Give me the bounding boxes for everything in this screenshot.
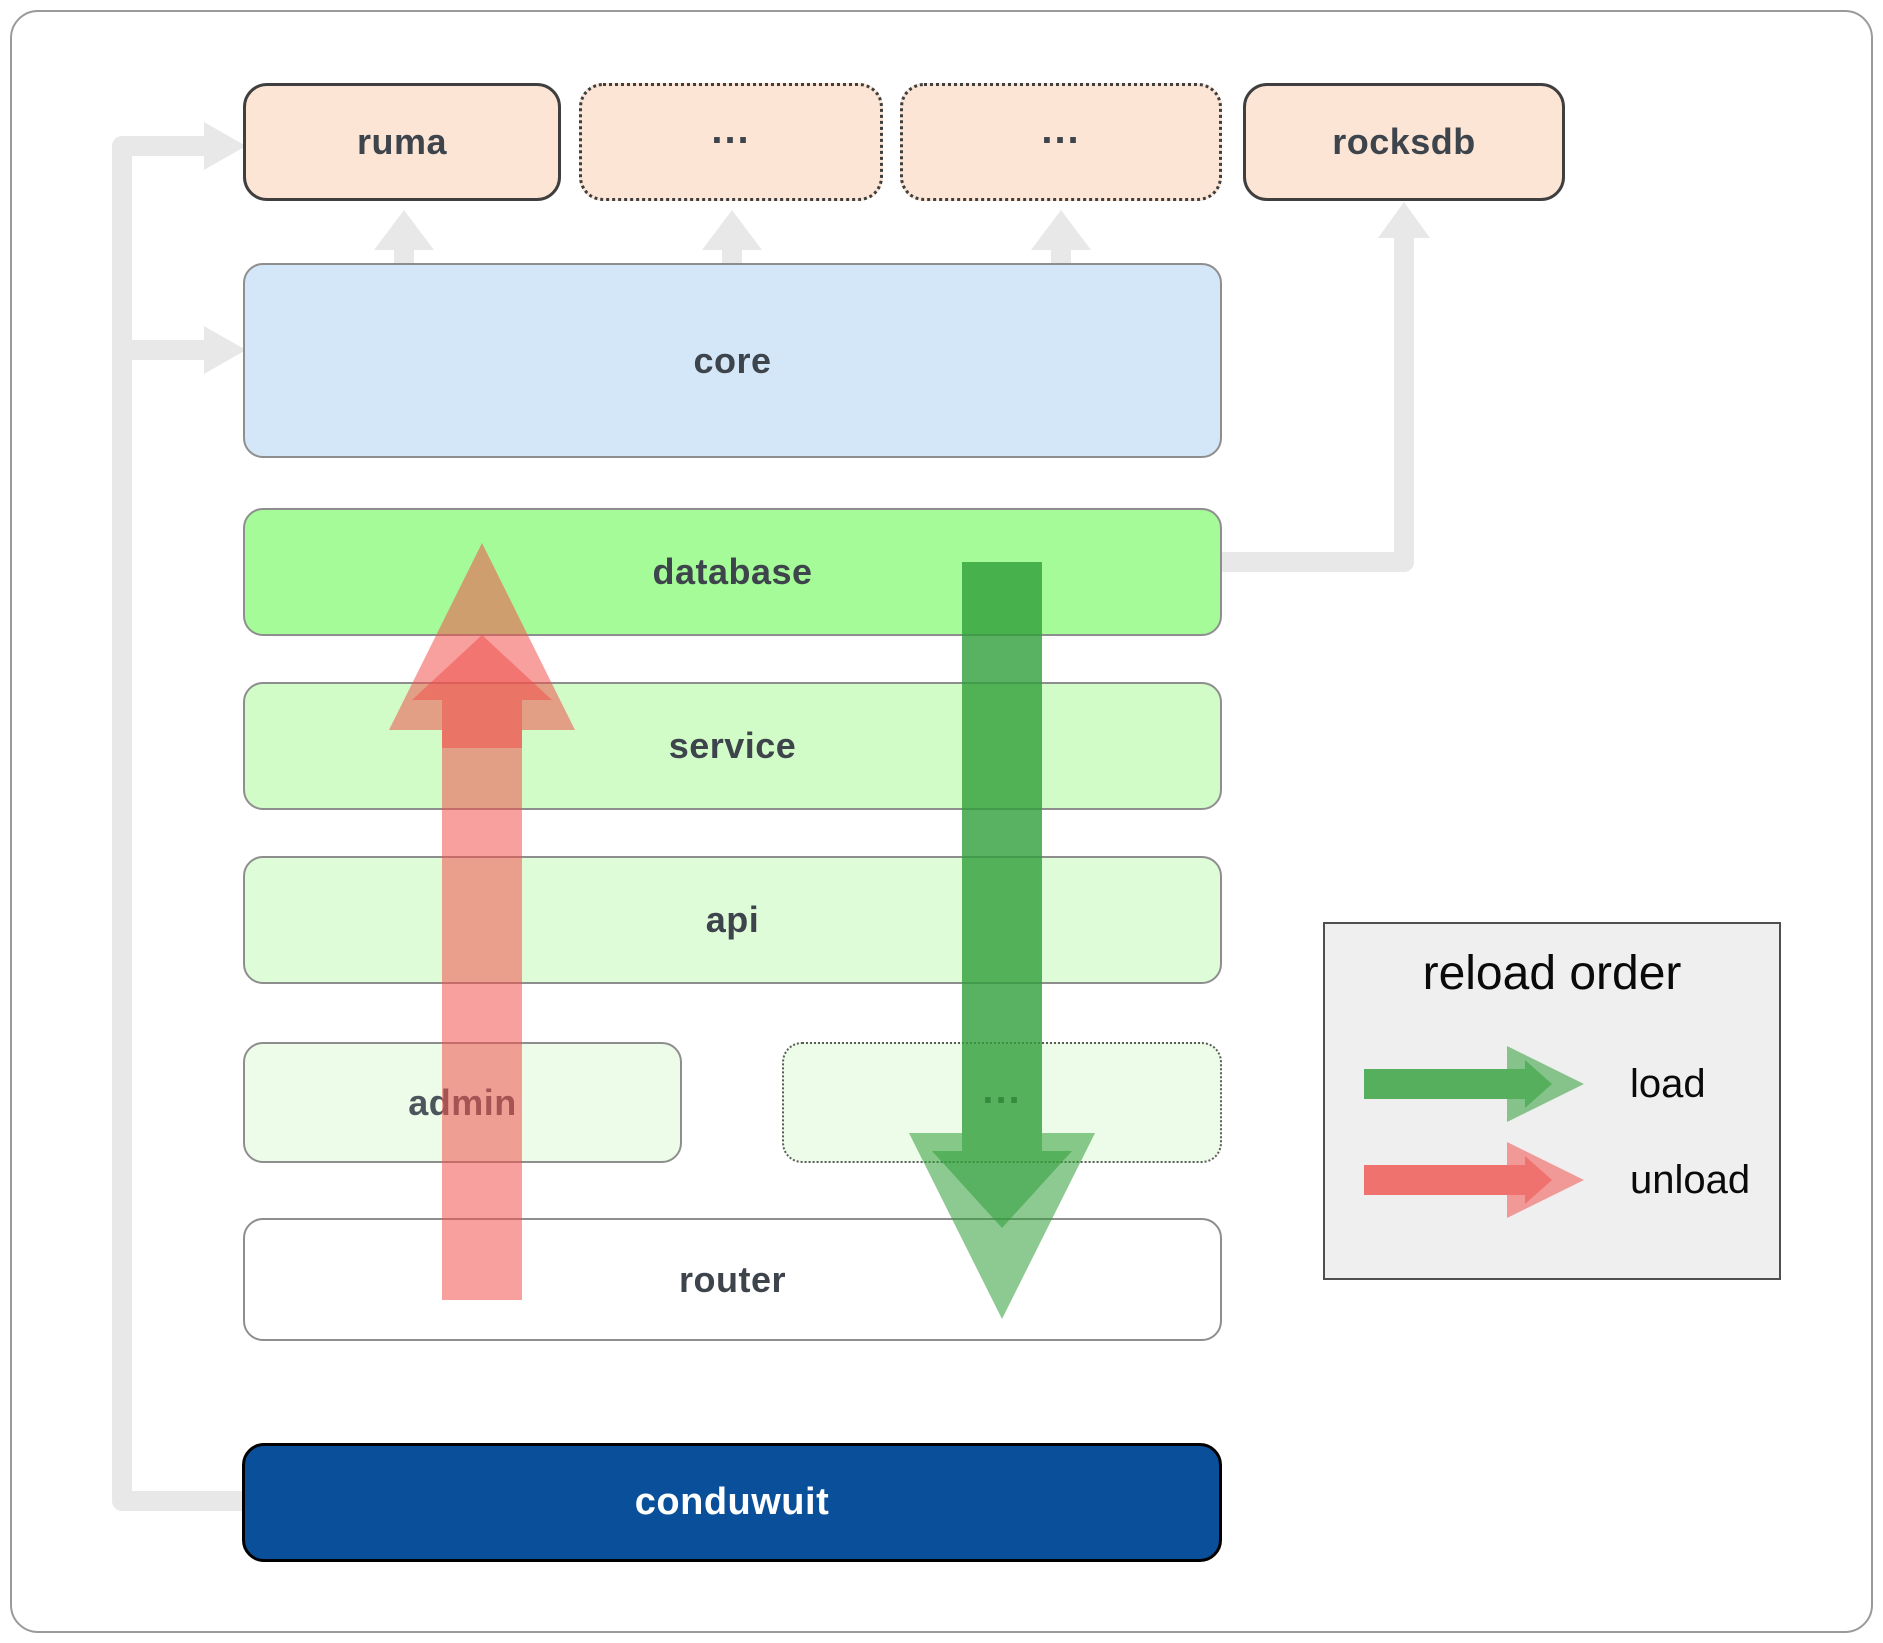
load-arrow-icon (1364, 1046, 1584, 1122)
diagram-outer-frame (10, 10, 1873, 1633)
unload-arrow-short (412, 635, 552, 748)
load-arrow-short (932, 562, 1072, 1228)
node-ruma: ruma (243, 83, 561, 201)
node-api-label: api (705, 899, 760, 940)
unload-arrow-icon (1364, 1142, 1584, 1218)
node-database-label: database (652, 551, 813, 592)
node-core: core (243, 263, 1222, 458)
node-core-label: core (693, 339, 772, 381)
database-to-rocksdb-connector-line (1222, 234, 1414, 572)
unload-arrow-icon-short (1364, 1156, 1552, 1204)
node-rocksdb-label: rocksdb (1332, 121, 1476, 162)
node-ellipsis-top-1-label: ... (711, 107, 751, 152)
legend-row-unload: unload (1364, 1130, 1750, 1230)
node-ellipsis-top-2-label: ... (1041, 107, 1081, 152)
legend-unload-label: unload (1630, 1157, 1751, 1202)
arrowhead-into-rocksdb (1378, 202, 1430, 238)
legend-load-label: load (1630, 1061, 1706, 1106)
conduwuit-to-top-connector-line (112, 136, 242, 1511)
node-router-label: router (678, 1258, 786, 1300)
arrowhead-into-ruma (204, 122, 246, 170)
unload-arrow-long (389, 543, 575, 1300)
legend-title: reload order (1422, 947, 1682, 1000)
node-conduwuit: conduwuit (242, 1443, 1222, 1562)
node-api: api (243, 856, 1222, 984)
node-rocksdb: rocksdb (1243, 83, 1565, 201)
node-service-label: service (668, 725, 797, 766)
node-ellipsis-top-2: ... (900, 83, 1222, 201)
node-router: router (243, 1218, 1222, 1341)
load-arrow-icon-short (1364, 1060, 1552, 1108)
arrowhead-into-core (204, 326, 246, 374)
legend-reload-order: reload order load unload (1323, 922, 1781, 1280)
node-conduwuit-label: conduwuit (634, 1481, 830, 1523)
node-ellipsis-top-1: ... (579, 83, 883, 201)
core-to-ext1-stub-arrow (702, 210, 762, 264)
core-to-ruma-stub-arrow (374, 210, 434, 264)
node-ruma-label: ruma (356, 121, 448, 162)
node-database: database (243, 508, 1222, 636)
legend-row-load: load (1364, 1034, 1706, 1134)
core-to-ext2-stub-arrow (1031, 210, 1091, 264)
